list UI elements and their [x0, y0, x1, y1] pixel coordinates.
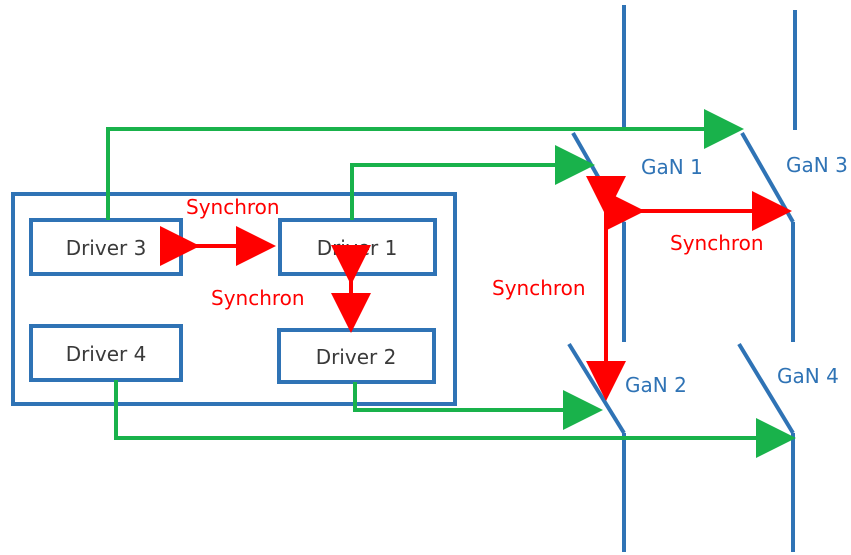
gan-2-switch: GaN 2 [567, 342, 687, 552]
driver-group-box [11, 192, 457, 406]
driver-4-box: Driver 4 [29, 324, 183, 382]
driver-3-box: Driver 3 [29, 218, 183, 276]
driver-1-box: Driver 1 [278, 218, 437, 276]
driver-3-label: Driver 3 [66, 236, 147, 260]
sync-label-top-drivers: Synchron [186, 195, 280, 219]
driver-2-box: Driver 2 [277, 328, 436, 384]
gan-1-switch: GaN 1 [571, 5, 703, 342]
gan-4-label: GaN 4 [777, 364, 839, 388]
driver-4-label: Driver 4 [66, 342, 147, 366]
sync-label-gan-vertical: Synchron [492, 276, 586, 300]
gan-3-switch: GaN 3 [740, 10, 848, 342]
driver-2-label: Driver 2 [316, 345, 397, 369]
gan-2-label: GaN 2 [625, 373, 687, 397]
driver-3-to-gan-3-arrow [106, 109, 744, 220]
driver-1-label: Driver 1 [317, 236, 398, 260]
gan-4-switch: GaN 4 [737, 342, 839, 552]
gan-3-label: GaN 3 [786, 153, 848, 177]
sync-label-between-drivers: Synchron [211, 286, 305, 310]
driver-2-to-gan-2-arrow [353, 382, 603, 430]
driver-4-to-gan-4-arrow [114, 380, 796, 458]
driver-1-to-gan-1-arrow [350, 145, 595, 220]
gan-1-label: GaN 1 [641, 155, 703, 179]
sync-label-gan-horizontal: Synchron [670, 231, 764, 255]
